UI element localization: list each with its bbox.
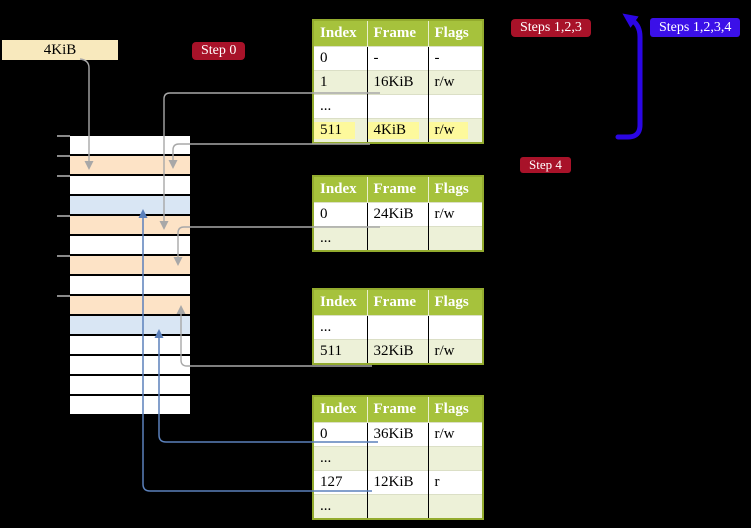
col-header-frame: Frame [367,396,429,423]
page-table-cell [428,315,483,340]
memory-frame-row [70,296,190,314]
col-header-flags: Flags [428,20,483,47]
memory-frame-row [70,376,190,394]
page-table-cell: ... [313,446,368,471]
highlighted-value: 4KiB [367,122,420,139]
page-table-cell: r/w [428,339,483,364]
page-table-row: ... [313,315,483,340]
steps-loop-arrow [615,13,643,140]
page-table-row: ... [313,494,483,519]
memory-frame-row [70,176,190,194]
page-table-header-row: Index Frame Flags [313,20,483,47]
page-table-cell [428,494,483,519]
col-header-frame: Frame [367,20,429,47]
page-size-label: 4KiB [2,40,118,60]
physical-memory-column [70,136,190,416]
page-table-cell: - [428,46,483,71]
page-table-cell: ... [313,494,368,519]
page-table-cell [428,446,483,471]
col-header-index: Index [313,176,368,203]
page-table-cell: 4KiB [367,118,429,143]
col-header-flags: Flags [428,176,483,203]
page-table-cell [367,446,429,471]
memory-frame-row [70,336,190,354]
page-table-row: 511 4KiB r/w [313,118,483,143]
page-table-cell: 511 [313,339,368,364]
memory-frame-row [70,136,190,154]
step4-badge: Step 4 [520,157,571,173]
memory-frame-row [70,256,190,274]
page-table-cell: 36KiB [367,422,429,447]
highlighted-value: 511 [314,122,355,139]
page-table-cell [367,494,429,519]
memory-axis-ticks [57,135,70,297]
connector-t1-index511-to-memory [168,143,370,169]
steps123-badge: Steps 1,2,3 [511,19,591,37]
page-table-cell: r/w [428,70,483,95]
page-table-cell: ... [313,94,368,119]
col-header-flags: Flags [428,396,483,423]
page-table-cell: 0 [313,202,368,227]
col-header-index: Index [313,20,368,47]
page-table-row: 0-- [313,46,483,71]
page-table-cell: 127 [313,470,368,495]
memory-frame-row [70,196,190,214]
page-table-header-row: Index Frame Flags [313,176,483,203]
memory-frame-row [70,316,190,334]
steps1234-badge: Steps 1,2,3,4 [650,18,741,37]
page-table-cell: 24KiB [367,202,429,227]
page-table-cell: 0 [313,46,368,71]
page-table-row: ... [313,226,483,251]
page-table-cell [367,94,429,119]
page-table-header-row: Index Frame Flags [313,289,483,316]
page-table-cell [367,226,429,251]
page-table-cell: r/w [428,422,483,447]
col-header-frame: Frame [367,289,429,316]
page-table-header-row: Index Frame Flags [313,396,483,423]
memory-frame-row [70,216,190,234]
highlighted-value: r/w [428,122,468,139]
page-table-row: ... [313,94,483,119]
memory-frame-row [70,396,190,414]
page-table-cell [428,94,483,119]
page-table-cell [367,315,429,340]
page-table-cell: 12KiB [367,470,429,495]
step0-badge: Step 0 [192,42,246,60]
memory-frame-row [70,236,190,254]
page-table-cell: r [428,470,483,495]
page-table-cell: 1 [313,70,368,95]
page-table-cell: 32KiB [367,339,429,364]
memory-frame-row [70,356,190,374]
memory-frame-row [70,156,190,174]
col-header-index: Index [313,289,368,316]
memory-frame-row [70,276,190,294]
page-table-cell: 0 [313,422,368,447]
col-header-frame: Frame [367,176,429,203]
page-table-cell: 511 [313,118,368,143]
col-header-flags: Flags [428,289,483,316]
page-table-cell: ... [313,315,368,340]
page-table-row: ... [313,446,483,471]
page-table-cell: r/w [428,118,483,143]
page-table-cell: r/w [428,202,483,227]
col-header-index: Index [313,396,368,423]
page-table-cell: ... [313,226,368,251]
page-table-cell: 16KiB [367,70,429,95]
page-table-cell: - [367,46,429,71]
page-table-cell [428,226,483,251]
